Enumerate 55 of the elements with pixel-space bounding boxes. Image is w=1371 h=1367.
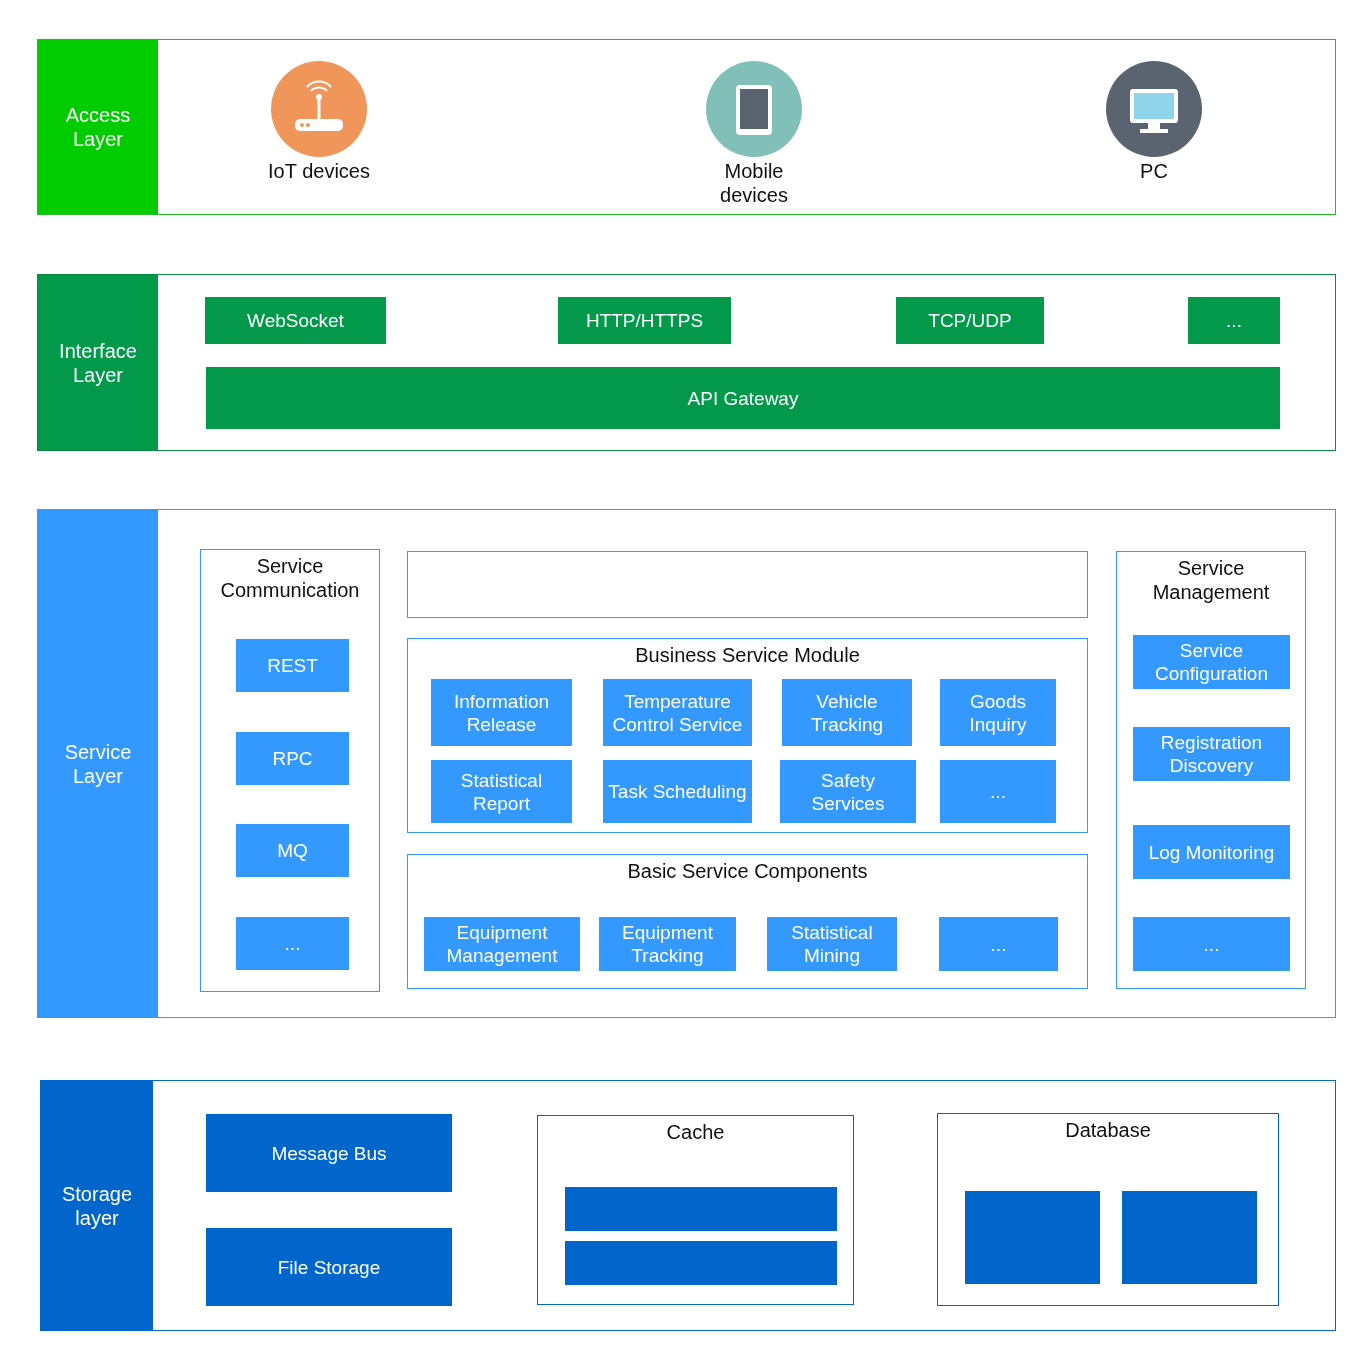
service-box: File Storage (206, 1228, 452, 1306)
group-frame (937, 1113, 1279, 1306)
storage-box (965, 1191, 1100, 1284)
group-frame (407, 638, 1088, 833)
group-frame (407, 551, 1088, 618)
group-title: Business Service Module (634, 643, 861, 667)
service-box: Temperature Control Service (603, 679, 752, 746)
service-box: HTTP/HTTPS (558, 297, 731, 344)
service-box: Vehicle Tracking (782, 679, 912, 746)
service-box: ... (939, 917, 1058, 971)
group-frame (1116, 551, 1306, 989)
service-box: Log Monitoring (1133, 825, 1290, 879)
service-box: WebSocket (205, 297, 386, 344)
group-title: Basic Service Components (626, 859, 869, 883)
layer-label: Access Layer (38, 40, 158, 214)
service-box: ... (1133, 917, 1290, 971)
group-title: Service Management (1151, 556, 1271, 604)
group-frame (200, 549, 380, 992)
group-title: Service Communication (219, 554, 361, 602)
service-box: Service Configuration (1133, 635, 1290, 689)
service-box: Message Bus (206, 1114, 452, 1192)
service-box: Equipment Tracking (599, 917, 736, 971)
layer-label: Interface Layer (38, 275, 158, 450)
layer-label: Service Layer (38, 510, 158, 1017)
service-box: TCP/UDP (896, 297, 1044, 344)
service-box: ... (236, 917, 349, 970)
service-box: RPC (236, 732, 349, 785)
service-box: Equipment Management (424, 917, 580, 971)
device-label: Mobile devices (719, 159, 789, 207)
service-box: Goods Inquiry (940, 679, 1056, 746)
service-box: Task Scheduling (603, 760, 752, 823)
service-box: MQ (236, 824, 349, 877)
layer-frame (37, 509, 1336, 1018)
service-box: API Gateway (206, 367, 1280, 429)
service-box: REST (236, 639, 349, 692)
storage-box (565, 1241, 837, 1285)
service-box: Information Release (431, 679, 572, 746)
storage-box (1122, 1191, 1257, 1284)
storage-box (565, 1187, 837, 1231)
device-label: PC (1139, 159, 1169, 183)
device-label: IoT devices (267, 159, 371, 183)
group-title: Cache (665, 1120, 726, 1144)
service-box: Safety Services (780, 760, 916, 823)
layer-frame (40, 1080, 1336, 1331)
layer-frame (37, 39, 1336, 215)
service-box: Statistical Report (431, 760, 572, 823)
service-box: ... (940, 760, 1056, 823)
group-frame (407, 854, 1088, 989)
group-title: Database (1064, 1118, 1152, 1142)
layer-frame (37, 274, 1336, 451)
service-box: Statistical Mining (767, 917, 897, 971)
service-box: ... (1188, 297, 1280, 344)
group-frame (537, 1115, 854, 1305)
layer-label: Storage layer (41, 1081, 153, 1330)
service-box: Registration Discovery (1133, 727, 1290, 781)
